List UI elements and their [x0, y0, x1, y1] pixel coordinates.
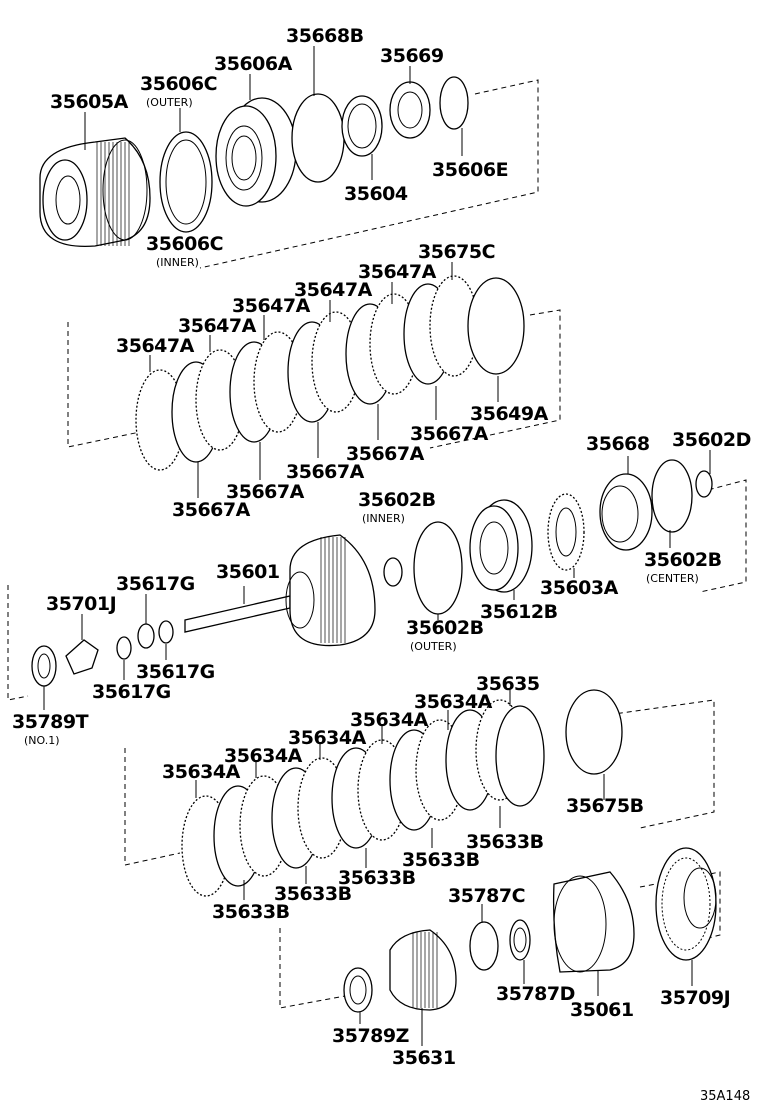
diagram-code: 35A148 [700, 1089, 750, 1104]
ring-35602B-outer-part [413, 521, 463, 615]
label-35669: 35669 [380, 45, 444, 67]
label-35617G-2: 35617G [136, 661, 215, 683]
label-35633B-5: 35633B [212, 901, 290, 923]
snap-ring-35606E-part [439, 76, 469, 130]
label-35789Z: 35789Z [332, 1025, 409, 1047]
hub-35668-part [599, 473, 653, 551]
label-inner-note-2: (INNER) [362, 512, 405, 525]
label-35668: 35668 [586, 433, 650, 455]
gear-35631-part [389, 929, 457, 1011]
label-35647A-5: 35647A [116, 335, 195, 357]
drum-35061-part [552, 871, 635, 973]
label-35633B-2: 35633B [402, 849, 480, 871]
bearing-35603A-part [547, 493, 585, 571]
label-35634A-2: 35634A [350, 709, 429, 731]
label-35602B-center: 35602B [644, 549, 722, 571]
label-35667A-1: 35667A [410, 423, 489, 445]
leader-lines [43, 46, 711, 1046]
label-35634A-4: 35634A [224, 745, 303, 767]
clutch-pack-lower [181, 689, 623, 897]
label-35647A-4: 35647A [178, 315, 257, 337]
ring-35668B-part [291, 93, 345, 183]
label-35617G-3: 35617G [92, 681, 171, 703]
label-35789T: 35789T [12, 711, 89, 733]
drum-35605A-part [39, 137, 151, 248]
label-35633B-1: 35633B [466, 831, 544, 853]
label-outer-note-1: (OUTER) [146, 96, 193, 109]
label-35675B: 35675B [566, 795, 644, 817]
label-35602B-inner: 35602B [358, 489, 436, 511]
gear-35612B-part [469, 499, 533, 593]
rings-35617G-part [116, 620, 174, 660]
label-35647A-3: 35647A [232, 295, 311, 317]
label-35633B-3: 35633B [338, 867, 416, 889]
label-35787C: 35787C [448, 885, 525, 907]
ring-35606C-part [159, 131, 213, 233]
label-35647A-1: 35647A [358, 261, 437, 283]
label-35667A-3: 35667A [286, 461, 365, 483]
label-35667A-2: 35667A [346, 443, 425, 465]
label-35668B: 35668B [286, 25, 364, 47]
label-no1-note: (NO.1) [24, 734, 60, 747]
label-35647A-2: 35647A [294, 279, 373, 301]
label-35649A: 35649A [470, 403, 549, 425]
label-35617G-1: 35617G [116, 573, 195, 595]
label-35602D: 35602D [672, 429, 751, 451]
label-35061: 35061 [570, 999, 634, 1021]
bearing-35789Z-part [343, 967, 373, 1013]
label-35606C-outer: 35606C [140, 73, 217, 95]
clutch-pack-upper [135, 275, 525, 471]
ring-35602B-center-part [651, 459, 693, 533]
label-35605A: 35605A [50, 91, 129, 113]
ring-35602D-part [695, 470, 713, 498]
label-35612B: 35612B [480, 601, 558, 623]
label-35701J: 35701J [46, 593, 116, 615]
label-35634A-5: 35634A [162, 761, 241, 783]
piston-35606A-part [215, 97, 297, 207]
washer-35787C-part [469, 921, 499, 971]
label-35787D: 35787D [496, 983, 575, 1005]
label-35606A: 35606A [214, 53, 293, 75]
label-35606C-inner: 35606C [146, 233, 223, 255]
label-35634A-3: 35634A [288, 727, 367, 749]
ring-35602B-inner-part [383, 557, 403, 587]
label-35631: 35631 [392, 1047, 456, 1069]
label-35667A-4: 35667A [226, 481, 305, 503]
drum-35709J-part [655, 847, 717, 961]
label-35675C: 35675C [418, 241, 495, 263]
label-35667A-5: 35667A [172, 499, 251, 521]
label-35601: 35601 [216, 561, 280, 583]
ring-35604-part [341, 95, 383, 157]
part-labels: 35605A 35606C (OUTER) 35606A 35668B 3566… [12, 25, 751, 1104]
bearing-35787D-part [509, 919, 531, 961]
label-35606E: 35606E [432, 159, 508, 181]
label-center-note: (CENTER) [646, 572, 699, 585]
label-35709J: 35709J [660, 987, 730, 1009]
label-35602B-outer: 35602B [406, 617, 484, 639]
shaft-35601-part [184, 534, 376, 647]
label-35633B-4: 35633B [274, 883, 352, 905]
washer-35789T-part [31, 645, 57, 687]
label-35635: 35635 [476, 673, 540, 695]
bearing-35669-part [389, 81, 431, 139]
plate-35701J-part [65, 639, 99, 675]
label-35604: 35604 [344, 183, 408, 205]
label-35634A-1: 35634A [414, 691, 493, 713]
label-inner-note-1: (INNER) [156, 256, 199, 269]
label-35603A: 35603A [540, 577, 619, 599]
label-outer-note-2: (OUTER) [410, 640, 457, 653]
